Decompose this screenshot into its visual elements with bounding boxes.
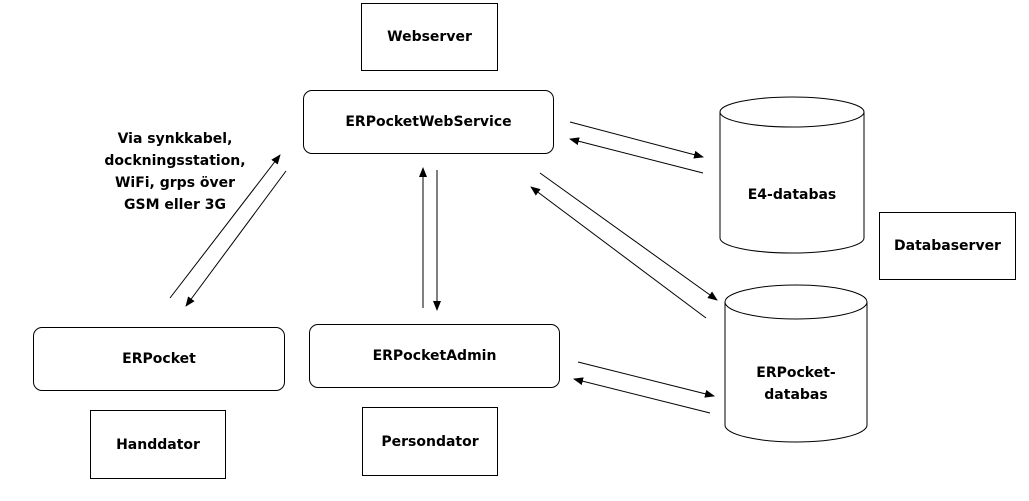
erpocket-admin-label: ERPocketAdmin: [372, 348, 497, 364]
erpocket-webservice-box: ERPocketWebService: [303, 90, 554, 154]
erpocket-box: ERPocket: [33, 327, 285, 391]
e4-database-label: E4-databas: [747, 187, 837, 203]
webserver-box: Webserver: [361, 3, 498, 71]
arrow-erpocket-to-webservice: [169, 154, 281, 299]
handdator-box: Handdator: [90, 410, 226, 479]
erpocket-label: ERPocket: [122, 351, 196, 367]
erpocket-database-label-line1: ERPocket-: [756, 365, 836, 381]
databaserver-label: Databaserver: [894, 238, 1001, 254]
handdator-label: Handdator: [116, 436, 200, 453]
connection-note-line: GSM eller 3G: [124, 197, 226, 213]
arrow-erpocketdb-to-admin: [573, 377, 711, 414]
webserver-label: Webserver: [387, 29, 472, 45]
arrow-webservice-to-erpocket: [185, 170, 287, 307]
databaserver-box: Databaserver: [879, 212, 1016, 280]
arrow-admin-to-erpocketdb: [577, 361, 715, 398]
arrow-webservice-to-e4db: [569, 121, 704, 159]
connection-note: Via synkkabel, dockningsstation, WiFi, g…: [80, 128, 270, 216]
connection-note-line: Via synkkabel,: [117, 131, 233, 147]
connection-note-line: WiFi, grps över: [114, 175, 236, 191]
persondator-box: Persondator: [362, 407, 498, 476]
erpocket-database-label: ERPocket- databas: [725, 362, 867, 406]
arrow-erpocketdb-to-webservice: [530, 186, 707, 319]
e4-database-cylinder: [719, 96, 865, 254]
arrow-e4db-to-webservice: [569, 137, 704, 174]
erpocket-database-cylinder: [724, 284, 868, 443]
persondator-label: Persondator: [381, 433, 479, 450]
connection-note-line: dockningsstation,: [104, 153, 246, 169]
arrow-webservice-to-erpocketdb: [539, 172, 718, 301]
erpocket-admin-box: ERPocketAdmin: [309, 324, 560, 388]
erpocket-database-label-line2: databas: [764, 387, 828, 403]
erpocket-webservice-label: ERPocketWebService: [345, 114, 512, 130]
